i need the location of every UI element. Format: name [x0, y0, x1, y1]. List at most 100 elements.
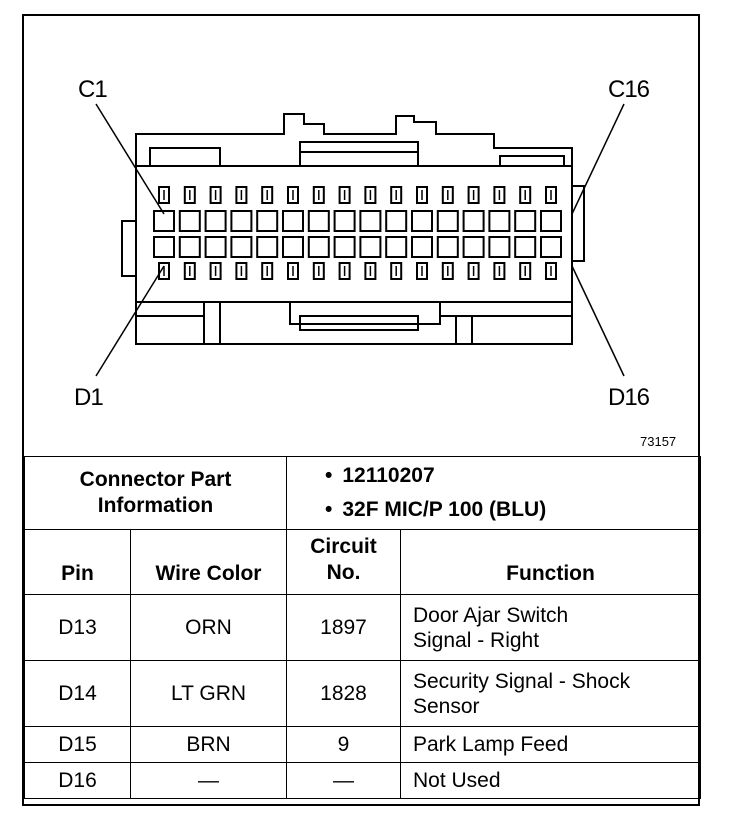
cell-circuit: 9 [286, 726, 401, 763]
connector-housing [121, 113, 585, 345]
pin-cavity [153, 210, 175, 232]
cell-circuit: 1897 [286, 594, 401, 661]
pin-cavity [333, 210, 356, 232]
pin-cavity [338, 262, 351, 280]
pin-cavity [540, 210, 562, 232]
pin-cavity [467, 186, 480, 204]
pin-cavity [204, 210, 227, 232]
cell-circuit: 1828 [286, 660, 401, 727]
pin-cavity [230, 236, 253, 258]
header-function: Function [400, 529, 701, 595]
pin-label-d1: D1 [74, 384, 104, 411]
table-row: D13 ORN 1897 Door Ajar Switch Signal - R… [24, 594, 701, 661]
connector-info-table: Connector Part Information 12110207 32F … [24, 456, 701, 799]
cell-function-line1: Security Signal - Shock [413, 669, 631, 693]
pin-cavity [390, 262, 403, 280]
part-info-row: Connector Part Information 12110207 32F … [24, 456, 701, 530]
cell-function-line2: Sensor [413, 694, 480, 718]
pin-cavity [230, 210, 253, 232]
pin-cavity [204, 236, 227, 258]
pin-cavity [411, 210, 433, 232]
pin-cavity [416, 186, 428, 204]
cell-wire-color: BRN [130, 726, 287, 763]
table-row: D14 LT GRN 1828 Security Signal - Shock … [24, 660, 701, 727]
pin-cavity [158, 262, 170, 280]
pin-cavity [307, 236, 330, 258]
cell-pin: D15 [24, 726, 131, 763]
pin-leader-lines [95, 103, 625, 377]
pin-cavity [235, 262, 248, 280]
cell-circuit: — [286, 762, 401, 799]
pin-cavity [385, 236, 408, 258]
pin-cavity [209, 186, 222, 204]
cell-wire-color: LT GRN [130, 660, 287, 727]
pin-cavity [545, 262, 557, 280]
pin-cavity [333, 236, 356, 258]
pin-cavity [436, 236, 459, 258]
cell-function-line2: Signal - Right [413, 628, 540, 652]
pin-label-c1: C1 [78, 76, 108, 103]
pin-cavity [359, 236, 382, 258]
cell-function: Park Lamp Feed [400, 726, 701, 763]
connector-diagram: C1 C16 D1 D16 73157 [24, 16, 700, 456]
part-info-values: 12110207 32F MIC/P 100 (BLU) [286, 456, 701, 530]
pin-cavity [178, 210, 201, 232]
pin-cavity [462, 210, 485, 232]
header-circuit-line2: No. [326, 561, 361, 584]
pin-cavity [416, 262, 428, 280]
pin-label-d16: D16 [608, 384, 650, 411]
pin-cavity [178, 236, 201, 258]
pin-cavity [338, 186, 351, 204]
pin-cavity [390, 186, 403, 204]
pin-cavity [312, 186, 325, 204]
table-row: D15 BRN 9 Park Lamp Feed [24, 726, 701, 763]
connector-pin-cavities [153, 186, 562, 280]
pin-cavity [282, 236, 304, 258]
pin-cavity [261, 262, 274, 280]
pin-cavity [493, 262, 506, 280]
pin-cavity [312, 262, 325, 280]
pin-cavity [411, 236, 433, 258]
pin-cavity [359, 210, 382, 232]
pin-cavity [183, 186, 196, 204]
pin-cavity [514, 236, 537, 258]
cell-pin: D16 [24, 762, 131, 799]
pin-cavity [287, 186, 299, 204]
cell-function: Door Ajar Switch Signal - Right [400, 594, 701, 661]
header-pin: Pin [24, 529, 131, 595]
pin-cavity [540, 236, 562, 258]
figure-number: 73157 [640, 434, 677, 449]
pin-cavity [436, 210, 459, 232]
pin-cavity [545, 186, 557, 204]
pin-cavity [364, 186, 377, 204]
header-circuit: Circuit No. [286, 529, 401, 595]
cell-function-line1: Door Ajar Switch [413, 603, 569, 627]
part-info-heading: Connector Part Information [24, 456, 287, 530]
pin-cavity [158, 186, 170, 204]
cell-function: Not Used [400, 762, 701, 799]
pin-cavity [488, 236, 511, 258]
cell-pin: D13 [24, 594, 131, 661]
pin-cavity [183, 262, 196, 280]
part-info-heading-line1: Connector Part [79, 468, 232, 491]
part-number: 12110207 [325, 459, 700, 493]
cell-wire-color: — [130, 762, 287, 799]
pin-cavity [307, 210, 330, 232]
pin-cavity [493, 186, 506, 204]
header-circuit-line1: Circuit [310, 535, 377, 558]
part-info-heading-line2: Information [97, 494, 214, 517]
connector-frame: C1 C16 D1 D16 73157 Connector Part Infor… [22, 14, 701, 806]
cell-function: Security Signal - Shock Sensor [400, 660, 701, 727]
table-row: D16 — — Not Used [24, 762, 701, 799]
pin-cavity [462, 236, 485, 258]
pin-cavity [519, 262, 532, 280]
pin-cavity [235, 186, 248, 204]
connector-description: 32F MIC/P 100 (BLU) [325, 493, 700, 527]
pin-cavity [209, 262, 222, 280]
connector-drawing [95, 103, 625, 377]
pin-cavity [514, 210, 537, 232]
pin-cavity [287, 262, 299, 280]
pin-cavity [261, 186, 274, 204]
table-header-row: Pin Wire Color Circuit No. Function [24, 529, 701, 595]
pin-cavity [256, 236, 279, 258]
